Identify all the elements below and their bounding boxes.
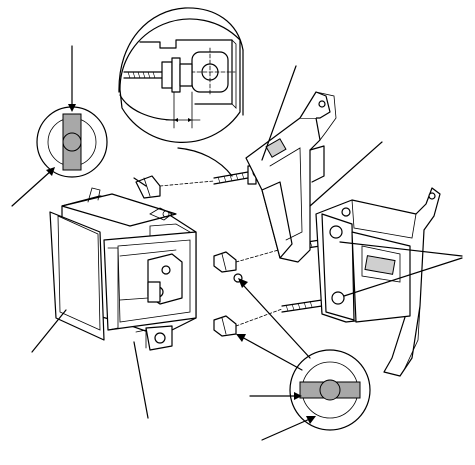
rubber-grommet bbox=[133, 175, 311, 371]
mounting-bracket-upper bbox=[245, 65, 383, 263]
mounting-bracket-lower bbox=[315, 187, 463, 377]
detail-view-clip-left bbox=[11, 45, 108, 207]
detail-view-bolt-gap bbox=[118, 7, 244, 177]
grommet-top bbox=[135, 175, 161, 199]
control-unit bbox=[31, 187, 197, 419]
grommet-lower bbox=[213, 315, 237, 337]
grommet-middle bbox=[213, 251, 243, 283]
detail-view-clip-bottom bbox=[249, 349, 371, 441]
